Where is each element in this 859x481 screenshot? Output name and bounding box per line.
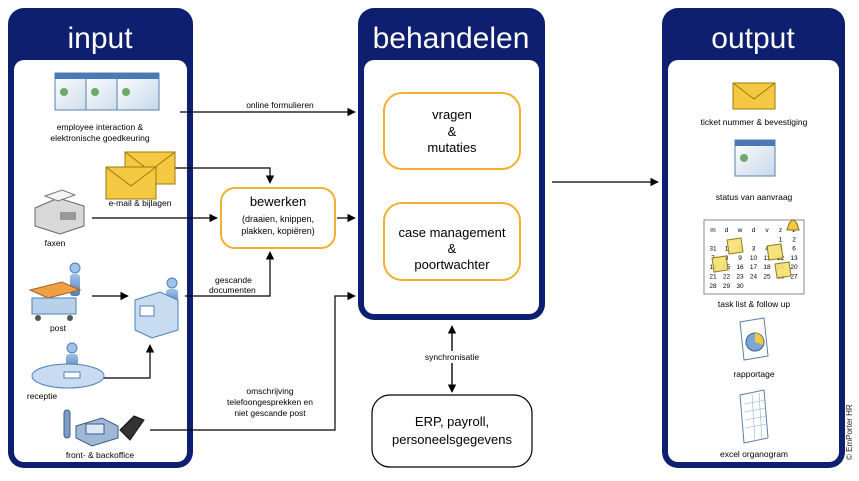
scanner-workstation-icon bbox=[134, 277, 179, 339]
arrow-reception-scan bbox=[103, 344, 155, 379]
calendar-weekday: d bbox=[752, 227, 756, 234]
ticket-envelope-icon bbox=[732, 82, 776, 110]
report-document-icon bbox=[739, 317, 769, 361]
arrow-phone bbox=[150, 291, 356, 431]
web-forms-icon bbox=[54, 72, 160, 111]
fax-machine-icon bbox=[34, 189, 85, 235]
scanned-label-1: gescande bbox=[215, 275, 252, 285]
vragen-label: vragen bbox=[432, 107, 472, 122]
reception-desk-icon bbox=[31, 342, 105, 389]
reception-label: receptie bbox=[27, 391, 58, 401]
erp-line1: ERP, payroll, bbox=[415, 414, 489, 429]
calendar-day: 9 bbox=[738, 255, 742, 262]
bewerken-box: bewerken (draaien, knippen, plakken, kop… bbox=[220, 187, 336, 249]
calendar-day: 30 bbox=[736, 283, 744, 290]
calendar-day: 21 bbox=[709, 274, 717, 281]
calendar-day: 25 bbox=[763, 274, 771, 281]
post-label: post bbox=[50, 323, 67, 333]
calendar-day: 31 bbox=[709, 246, 717, 253]
phone-label-1: omschrijving bbox=[246, 386, 294, 396]
case-management-box: case management & poortwachter bbox=[383, 202, 521, 281]
calendar-day: 6 bbox=[792, 246, 796, 253]
output-panel-title: output bbox=[711, 22, 795, 55]
input-panel-title: input bbox=[67, 22, 133, 55]
calendar-day: 13 bbox=[790, 255, 798, 262]
calendar-day: 1 bbox=[779, 236, 783, 243]
calendar-day: 11 bbox=[764, 255, 771, 262]
calendar-day: 10 bbox=[750, 255, 758, 262]
connectors bbox=[92, 107, 659, 431]
case-ampersand: & bbox=[448, 241, 457, 256]
calendar-weekday: z bbox=[779, 227, 782, 234]
phone-label-3: niet gescande post bbox=[234, 408, 306, 418]
status-label: status van aanvraag bbox=[716, 192, 793, 202]
calendar-weekday: w bbox=[737, 227, 743, 234]
arrow-scanned-docs bbox=[185, 251, 275, 297]
employee-label-1: employee interaction & bbox=[57, 122, 144, 132]
calendar-day: 18 bbox=[763, 264, 771, 271]
phone-label-2: telefoongesprekken en bbox=[227, 397, 313, 407]
excel-document-icon bbox=[739, 389, 769, 444]
bewerken-line2: plakken, kopiëren) bbox=[241, 226, 315, 236]
calendar-day: 24 bbox=[750, 274, 758, 281]
status-screen-icon bbox=[734, 139, 776, 177]
case-management-label: case management bbox=[399, 225, 506, 240]
arrow-email bbox=[175, 167, 275, 184]
online-forms-label: online formulieren bbox=[246, 100, 314, 110]
calendar-day: 16 bbox=[736, 264, 744, 271]
calendar-day: 23 bbox=[736, 274, 744, 281]
bell-icon bbox=[786, 219, 800, 231]
fax-label: faxen bbox=[45, 238, 66, 248]
calendar-weekday: m bbox=[710, 227, 715, 234]
copyright-text: © EmPorter HR bbox=[845, 404, 854, 460]
calendar-weekday: v bbox=[765, 227, 769, 234]
poortwachter-label: poortwachter bbox=[414, 257, 490, 272]
email-envelopes-icon bbox=[105, 151, 176, 200]
calendar-day: 22 bbox=[723, 274, 731, 281]
employee-label-2: elektronische goedkeuring bbox=[50, 133, 150, 143]
telephone-icon bbox=[63, 409, 145, 447]
tasks-label: task list & follow up bbox=[718, 299, 791, 309]
erp-box: ERP, payroll, personeelsgegevens bbox=[371, 394, 533, 468]
task-calendar-icon: mdwdvzz123112345678910111213141516171819… bbox=[703, 219, 805, 295]
calendar-day: 2 bbox=[792, 236, 796, 243]
mutaties-label: mutaties bbox=[427, 140, 477, 155]
calendar-day: 20 bbox=[790, 264, 798, 271]
calendar-day: 1 bbox=[725, 246, 729, 253]
sync-label: synchronisatie bbox=[425, 352, 480, 362]
calendar-day: 27 bbox=[790, 274, 798, 281]
ticket-label: ticket nummer & bevestiging bbox=[701, 117, 808, 127]
calendar-day: 28 bbox=[709, 283, 717, 290]
process-panel-title: behandelen bbox=[373, 22, 530, 55]
calendar-weekday: d bbox=[725, 227, 729, 234]
calendar-day: 17 bbox=[750, 264, 758, 271]
erp-line2: personeelsgegevens bbox=[392, 432, 512, 447]
calendar-day: 29 bbox=[723, 283, 731, 290]
frontback-label: front- & backoffice bbox=[66, 450, 135, 460]
scanned-label-2: documenten bbox=[209, 285, 256, 295]
bewerken-line1: (draaien, knippen, bbox=[242, 214, 314, 224]
calendar-day: 3 bbox=[752, 246, 756, 253]
email-label: e-mail & bijlagen bbox=[109, 198, 172, 208]
excel-label: excel organogram bbox=[720, 449, 788, 459]
vragen-ampersand: & bbox=[448, 124, 457, 139]
report-label: rapportage bbox=[733, 369, 774, 379]
vragen-mutaties-box: vragen & mutaties bbox=[383, 92, 521, 170]
bewerken-title: bewerken bbox=[250, 194, 306, 209]
post-cart-icon bbox=[28, 262, 82, 321]
